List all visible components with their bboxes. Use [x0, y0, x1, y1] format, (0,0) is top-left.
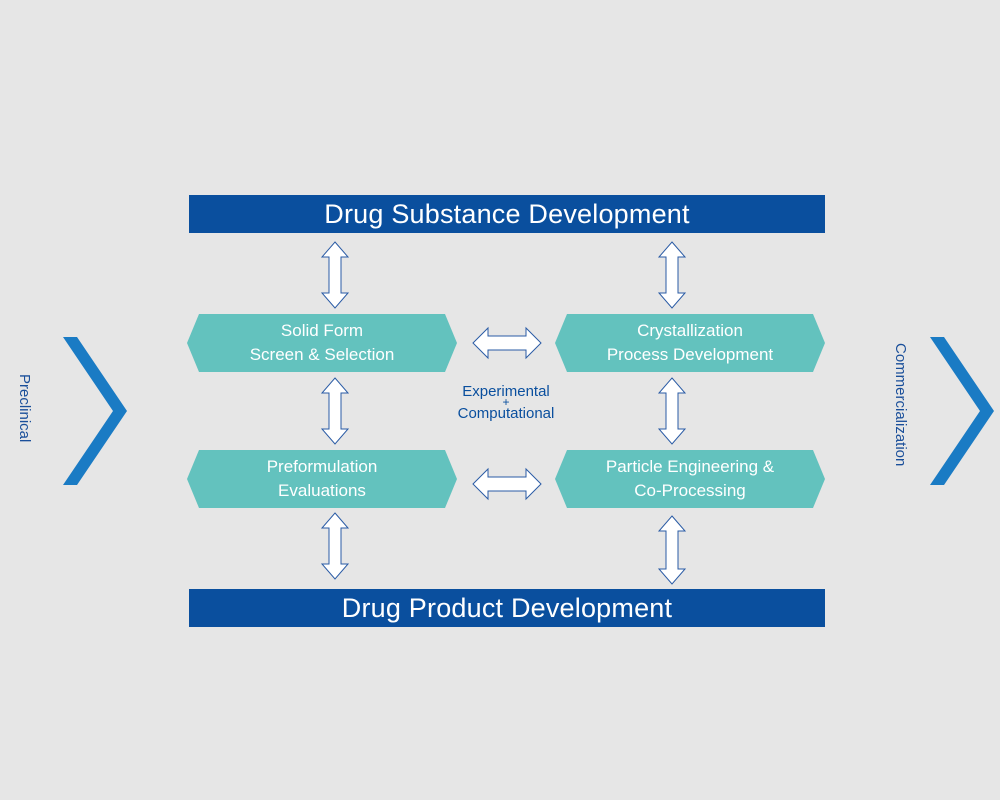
crystallization-box: Crystallization Process Development [555, 314, 825, 372]
chevron-right-icon [930, 337, 994, 485]
double-arrow-vertical-icon [657, 377, 687, 445]
center-plus: + [502, 395, 510, 409]
center-line3: Computational [457, 405, 555, 422]
drug-substance-banner: Drug Substance Development [189, 195, 825, 233]
solid-form-box: Solid Form Screen & Selection [187, 314, 457, 372]
crystallization-line2: Process Development [606, 345, 774, 364]
particle-line2: Co-Processing [634, 481, 746, 500]
commercialization-label: Commercialization [892, 343, 909, 467]
particle-line1: Particle Engineering & [605, 457, 775, 476]
crystallization-line1: Crystallization [637, 321, 743, 340]
preformulation-box: Preformulation Evaluations [187, 450, 457, 508]
double-arrow-horizontal-icon [472, 467, 542, 501]
double-arrow-vertical-icon [320, 512, 350, 580]
double-arrow-vertical-icon [657, 241, 687, 309]
particle-engineering-box: Particle Engineering & Co-Processing [555, 450, 825, 508]
center-line1: Experimental [462, 383, 550, 400]
double-arrow-vertical-icon [320, 241, 350, 309]
preclinical-label: Preclinical [16, 374, 33, 443]
double-arrow-horizontal-icon [472, 326, 542, 360]
drug-product-banner: Drug Product Development [189, 589, 825, 627]
solid-form-line1: Solid Form [280, 321, 364, 340]
preformulation-line2: Evaluations [278, 481, 366, 500]
preformulation-line1: Preformulation [266, 457, 378, 476]
experimental-computational-note: Experimental + Computational [436, 383, 576, 422]
solid-form-line2: Screen & Selection [249, 345, 395, 364]
chevron-right-icon [63, 337, 127, 485]
double-arrow-vertical-icon [657, 515, 687, 585]
double-arrow-vertical-icon [320, 377, 350, 445]
